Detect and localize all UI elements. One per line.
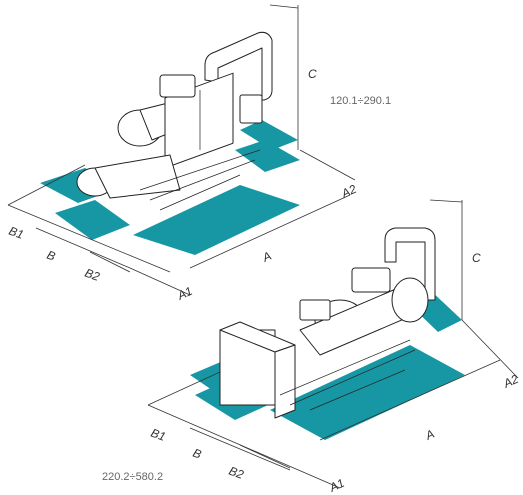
top-compressor: [159, 74, 196, 98]
top-dim-a2: A2: [338, 182, 358, 201]
top-unit-view: C 120.1÷290.1 A2 A A1 B1 B B2: [7, 4, 391, 303]
top-dim-b: B: [45, 248, 57, 264]
top-dim-b2: B2: [83, 266, 102, 284]
bottom-range-label: 220.2÷580.2: [102, 471, 163, 483]
bottom-dim-a2: A2: [500, 372, 520, 391]
top-dim-c: C: [308, 67, 317, 81]
top-service-zone-back: [240, 120, 298, 150]
top-pipe-loop: [204, 31, 273, 101]
top-range-label: 120.1÷290.1: [330, 95, 391, 107]
top-service-zone-side: [55, 200, 130, 240]
bottom-pipe-loop: [384, 227, 436, 301]
bottom-dim-a1: A1: [326, 476, 346, 495]
top-dim-a1: A1: [174, 284, 194, 303]
top-service-zone-mid: [235, 140, 300, 172]
bottom-dim-c: C: [472, 251, 481, 265]
top-dim-a: A: [259, 249, 273, 265]
bottom-compressor: [351, 267, 391, 293]
top-service-zone-front: [133, 185, 300, 255]
bottom-dim-b2: B2: [227, 464, 246, 482]
bottom-dim-a: A: [422, 427, 436, 443]
bottom-service-zone-front: [270, 345, 465, 440]
bottom-condenser-head: [391, 277, 429, 323]
bottom-dim-b1: B1: [149, 426, 168, 444]
bottom-dim-b: B: [191, 446, 203, 462]
top-dim-b1: B1: [7, 224, 26, 242]
bottom-unit-view: C A2 A A1 B1 B B2 220.2÷580.2: [102, 199, 521, 495]
